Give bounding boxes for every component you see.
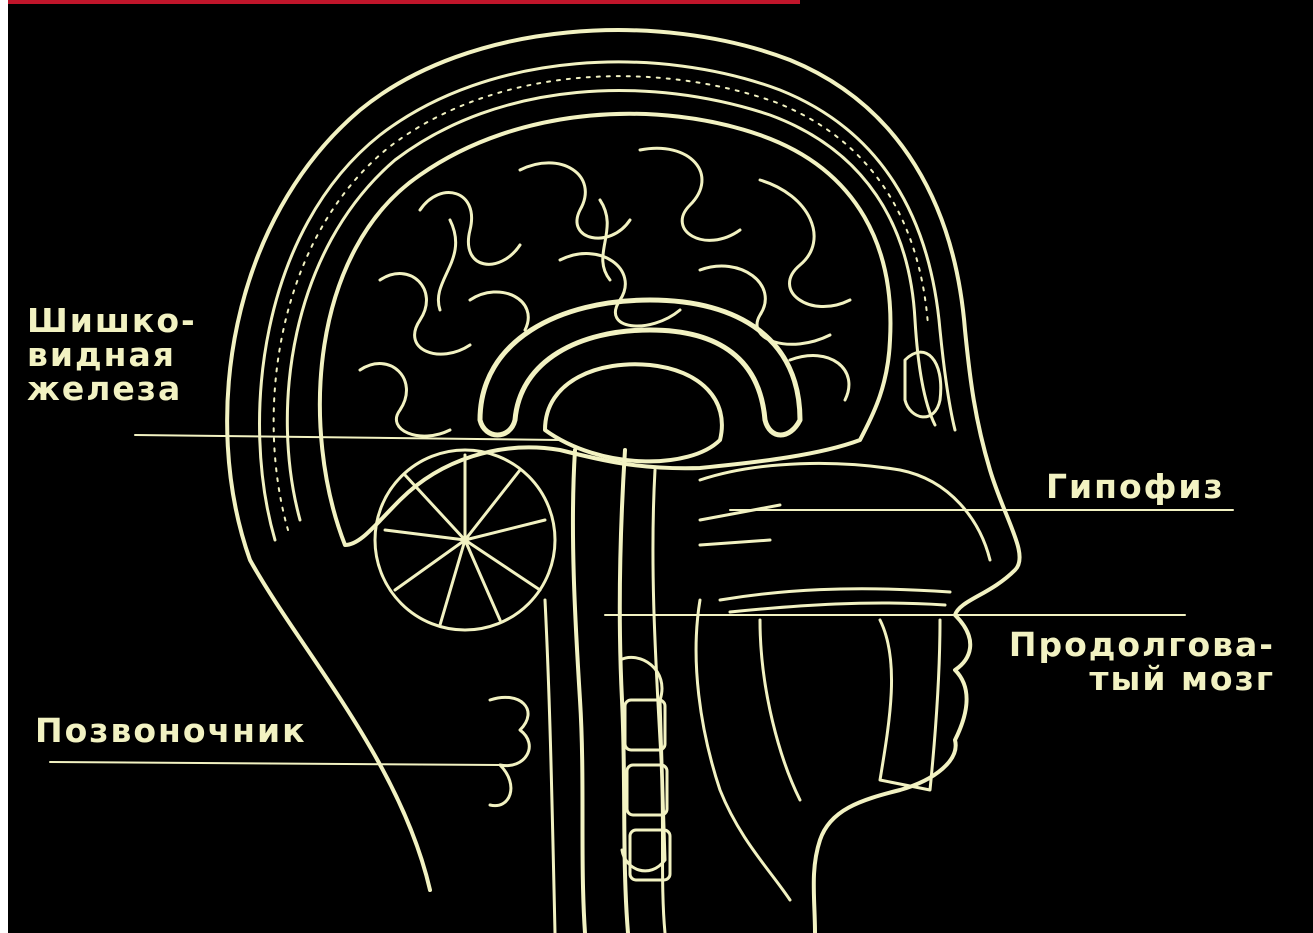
cerebellum xyxy=(375,450,555,630)
label-pineal-line-2: видная xyxy=(27,338,197,372)
spine-leader-line xyxy=(50,762,500,765)
brainstem xyxy=(573,450,628,933)
nasal-oral-cavity xyxy=(696,463,990,900)
label-medulla-line-1: Продолгова- xyxy=(1009,628,1275,662)
brain-outline xyxy=(320,114,891,545)
label-pineal-gland: Шишко- видная железа xyxy=(27,304,197,406)
brain-gyri xyxy=(360,148,850,436)
label-pineal-line-3: железа xyxy=(27,372,197,406)
label-pituitary: Гипофиз xyxy=(1046,470,1225,504)
label-spine: Позвоночник xyxy=(35,714,306,748)
label-pineal-line-1: Шишко- xyxy=(27,304,197,338)
thalamus xyxy=(545,364,722,461)
label-medulla: Продолгова- тый мозг xyxy=(1009,628,1275,696)
label-medulla-line-2: тый мозг xyxy=(1009,662,1275,696)
